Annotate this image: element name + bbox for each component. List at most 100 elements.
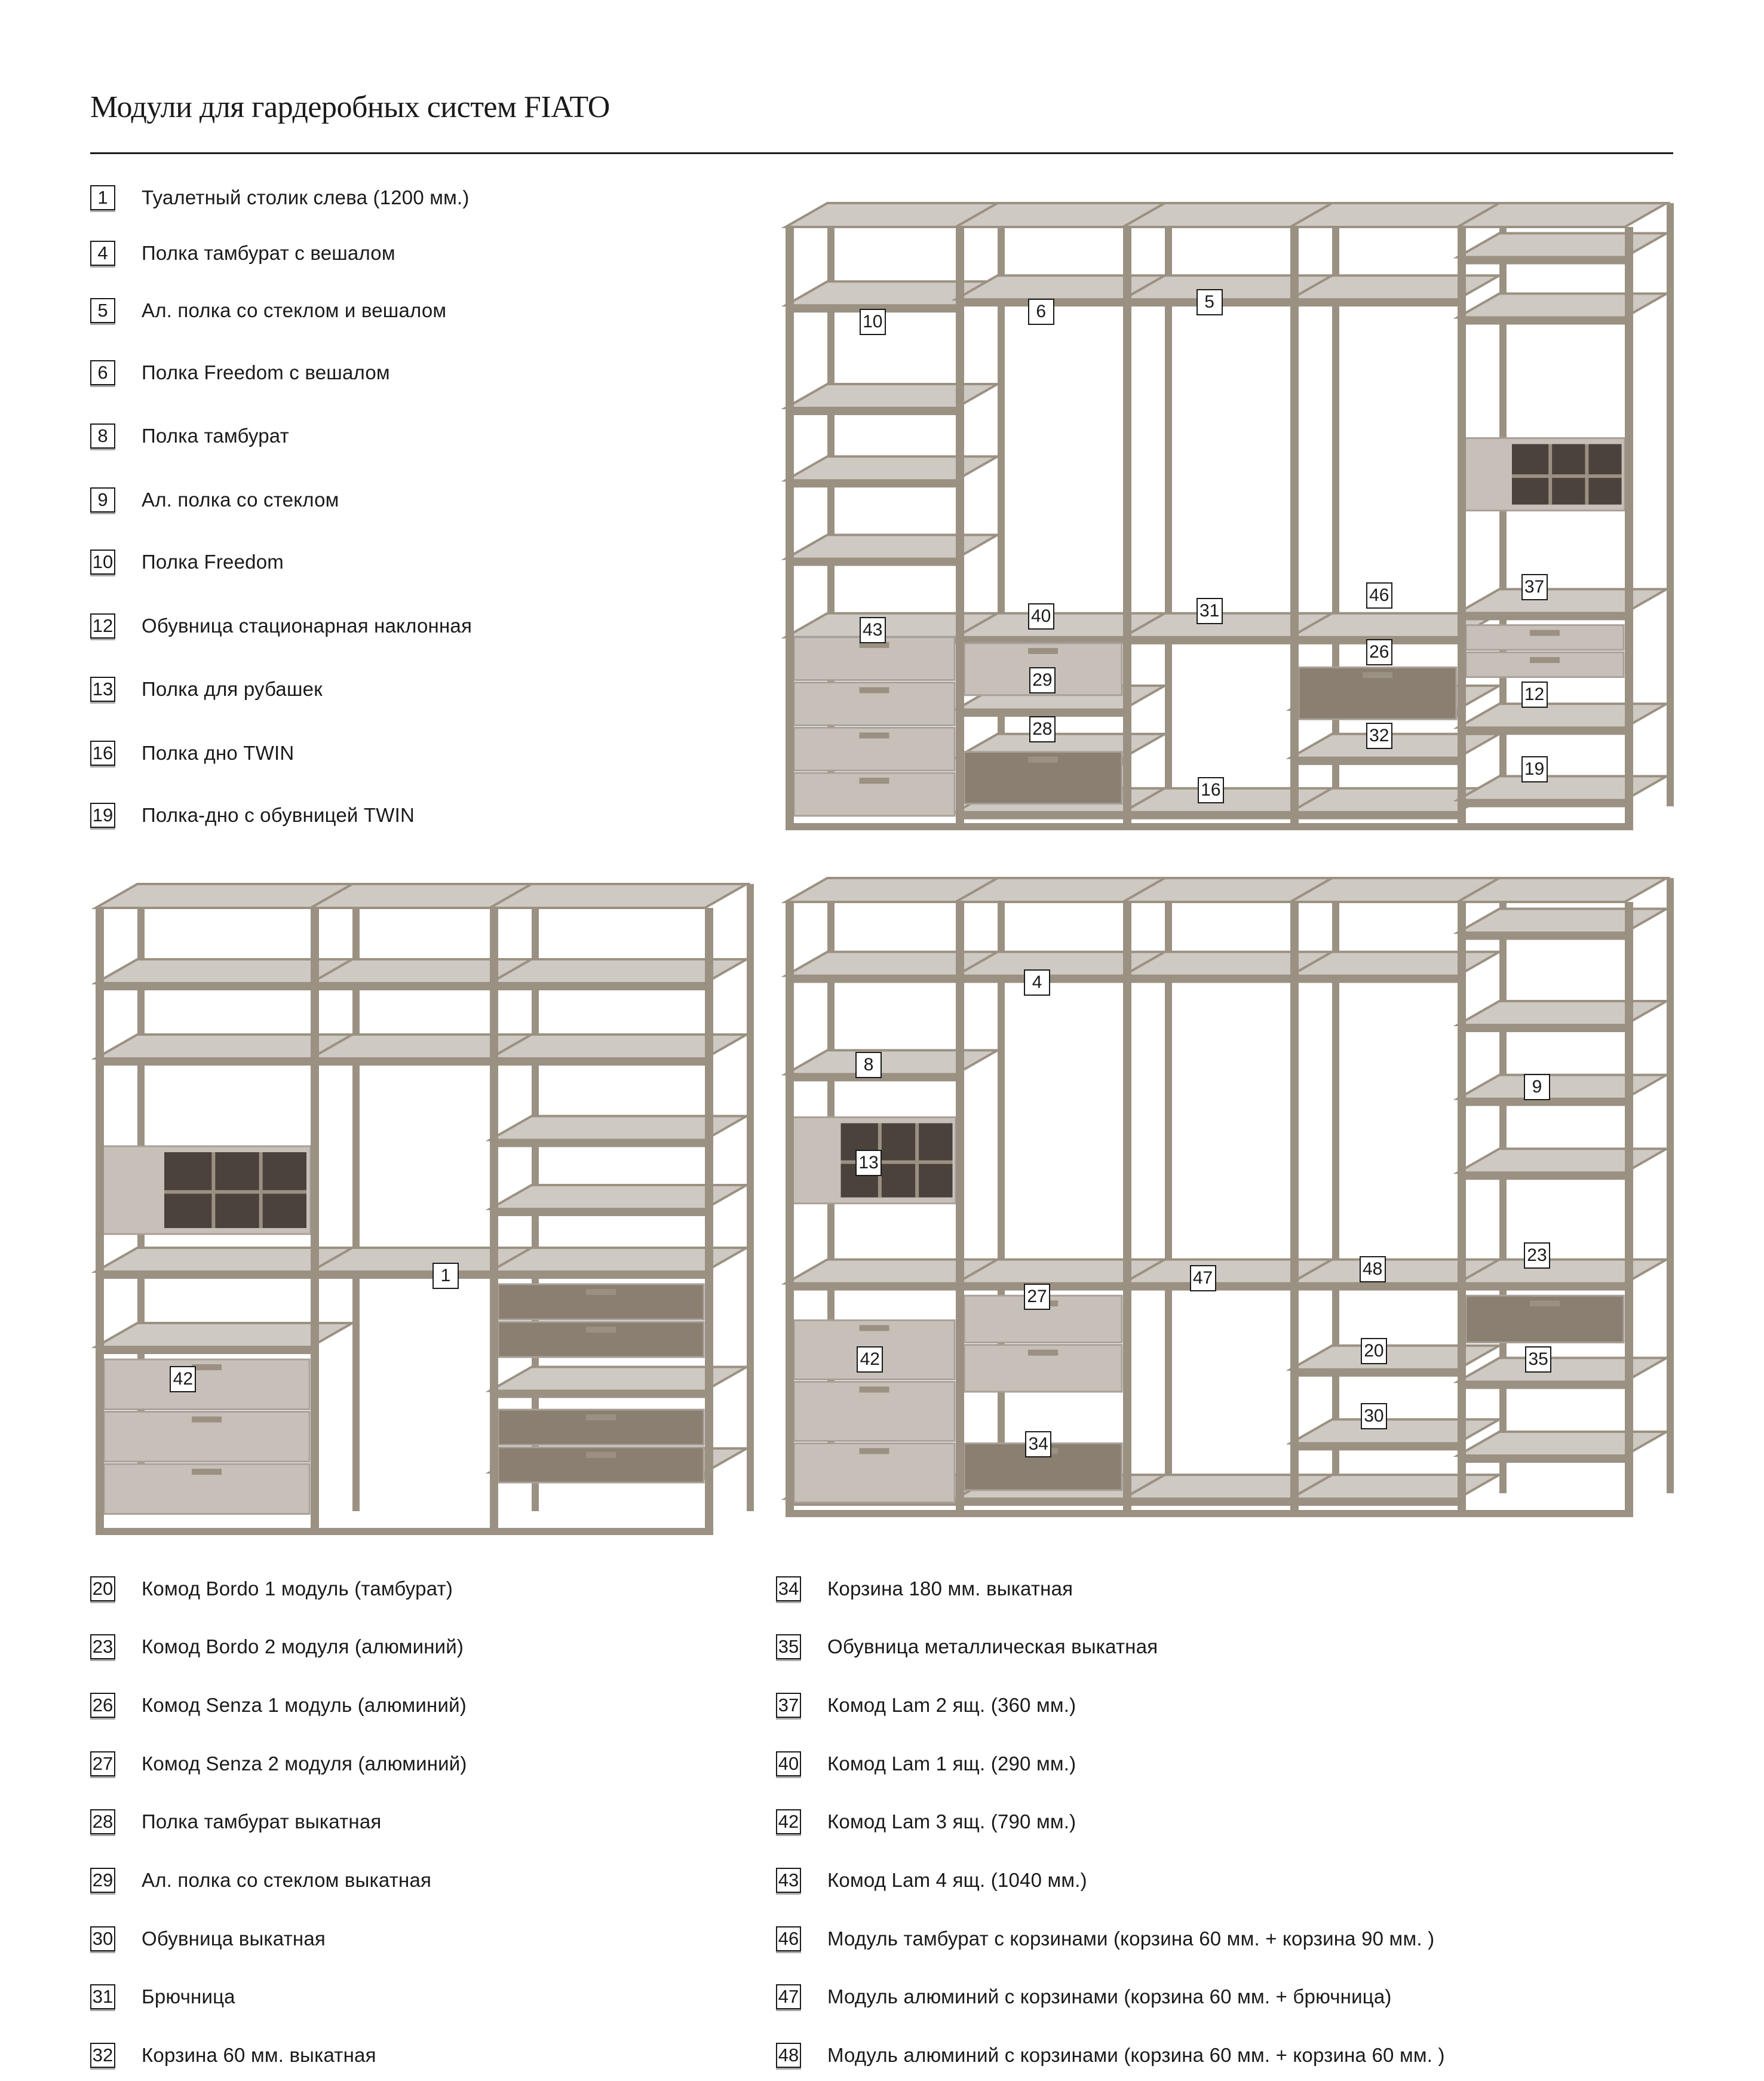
module-callout: 31 <box>1196 598 1223 625</box>
module-callout: 29 <box>1029 667 1056 693</box>
front-post <box>705 908 713 1535</box>
module-callout: 27 <box>1024 1284 1051 1310</box>
divider <box>840 1160 953 1164</box>
shelf-edge <box>1123 975 1290 983</box>
shelf-edge <box>786 408 956 415</box>
shelf-edge <box>786 558 956 566</box>
shelf <box>1453 292 1671 319</box>
legend-number: 29 <box>90 1868 115 1893</box>
front-post <box>1290 227 1299 830</box>
shelf-edge <box>956 710 1123 717</box>
module-callout: 47 <box>1189 1265 1216 1292</box>
drawer-handle <box>1530 630 1560 636</box>
legend-text: Полка дно TWIN <box>142 742 294 764</box>
legend-number: 4 <box>90 241 115 266</box>
module-callout: 43 <box>859 616 886 643</box>
legend-text: Комод Lam 2 ящ. (360 мм.) <box>827 1694 1076 1716</box>
shelf-edge <box>490 1058 705 1066</box>
drawer <box>1465 651 1625 679</box>
shelf <box>1453 775 1671 802</box>
legend-number: 46 <box>776 1926 801 1951</box>
shelf-edge <box>786 305 956 313</box>
shelf-edge <box>1290 812 1458 819</box>
shelf-edge <box>956 812 1123 819</box>
shelf-edge <box>1290 299 1458 307</box>
legend-number: 5 <box>90 298 115 323</box>
legend-text: Обувница стационарная наклонная <box>142 615 473 637</box>
module-callout: 26 <box>1366 639 1392 666</box>
shelf <box>1453 232 1671 259</box>
shelf <box>1286 1418 1504 1445</box>
legend-number: 30 <box>90 1926 115 1951</box>
back-post <box>1165 878 1172 1493</box>
shelf-edge <box>490 1391 705 1398</box>
legend-text: Обувница металлическая выкатная <box>827 1635 1158 1658</box>
legend-number: 26 <box>90 1693 115 1718</box>
module-callout: 28 <box>1029 716 1056 742</box>
front-post <box>1458 902 1466 1517</box>
drawer-handle <box>859 1325 889 1331</box>
shelf-edge <box>1458 1025 1625 1032</box>
module-callout: 37 <box>1521 574 1548 601</box>
legend-item: 1 Туалетный столик слева (1200 мм.) <box>90 183 470 213</box>
legend-text: Комод Senza 1 модуль (алюминий) <box>142 1694 467 1716</box>
shelf-edge <box>1123 1499 1290 1506</box>
shelf-edge <box>96 1058 311 1066</box>
module-callout: 32 <box>1366 723 1392 750</box>
drawer-handle <box>1028 756 1058 763</box>
legend-number: 42 <box>776 1809 801 1834</box>
legend-text: Модуль алюминий с корзинами (корзина 60 … <box>827 1985 1392 2008</box>
shelf <box>1453 907 1671 934</box>
front-post <box>1458 227 1466 830</box>
drawer-handle <box>859 732 889 739</box>
legend-item: 4 Полка тамбурат с вешалом <box>90 238 395 268</box>
shelf-edge <box>1290 757 1458 765</box>
legend-number: 1 <box>90 185 115 210</box>
top-shelf <box>91 883 357 909</box>
shelf-edge <box>1458 1382 1625 1389</box>
legend-number: 27 <box>90 1751 115 1776</box>
shelf <box>781 533 1002 560</box>
top-shelf <box>1453 877 1671 903</box>
drawer-handle <box>1363 672 1392 679</box>
shelf-edge <box>1290 1499 1458 1506</box>
shelf-edge <box>1123 812 1290 819</box>
legend-text: Полка тамбурат с вешалом <box>142 242 395 264</box>
shelf <box>1453 702 1671 729</box>
shelf-edge <box>1290 1283 1458 1291</box>
module-callout: 10 <box>859 309 886 336</box>
drawer-handle <box>1530 657 1560 664</box>
legend-text: Комод Bordo 2 модуля (алюминий) <box>142 1635 464 1658</box>
shelf-edge <box>1458 1173 1625 1180</box>
legend-number: 48 <box>776 2043 801 2068</box>
legend-number: 16 <box>90 741 115 766</box>
shelf-edge <box>1290 1369 1458 1377</box>
legend-number: 28 <box>90 1809 115 1834</box>
legend-number: 19 <box>90 803 115 828</box>
drawer-handle <box>1028 647 1058 654</box>
shelf-edge <box>96 1347 311 1354</box>
drawer-handle <box>859 1448 889 1454</box>
back-post <box>1667 878 1674 1493</box>
legend-text: Туалетный столик слева (1200 мм.) <box>142 186 470 208</box>
module-callout: 42 <box>857 1346 883 1373</box>
drawer-handle <box>192 1469 222 1475</box>
shelf-edge <box>1458 932 1625 940</box>
shelf <box>1286 732 1504 759</box>
module-callout: 9 <box>1523 1074 1550 1101</box>
shelf-edge <box>1458 257 1625 265</box>
front-post <box>1625 902 1633 1517</box>
shelf-edge <box>956 1499 1123 1506</box>
legend-text: Корзина 60 мм. выкатная <box>142 2044 376 2066</box>
